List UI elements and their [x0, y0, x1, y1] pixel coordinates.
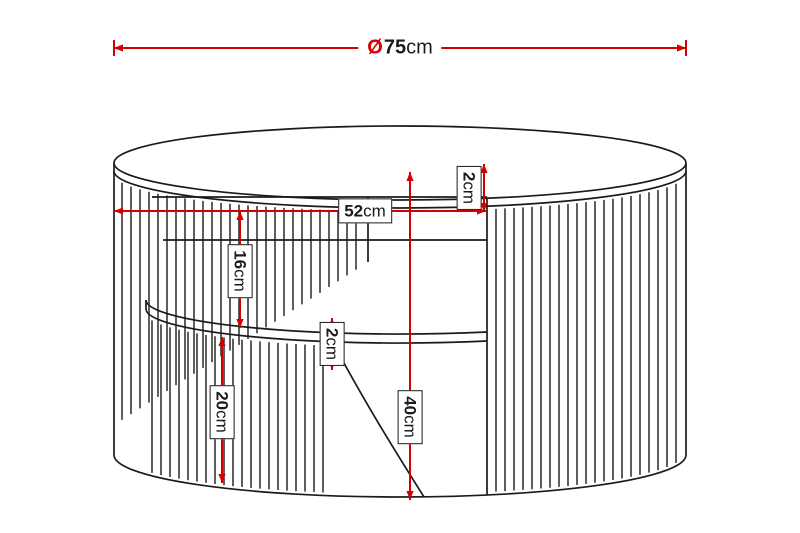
table-bottom-arc: [113, 454, 687, 498]
shelf-thickness-dimension-label: 2cm: [319, 321, 345, 367]
base-height-dimension-label: 20cm: [209, 385, 235, 439]
slats-left-lower-panel: [151, 320, 324, 493]
total-height-unit: cm: [400, 415, 420, 438]
opening-width-value: 52: [344, 201, 364, 221]
diameter-unit: cm: [406, 36, 433, 59]
base-inner-arc: [337, 351, 425, 498]
table-top-rim-arc: [113, 170, 687, 209]
total-height-value: 40: [400, 396, 420, 416]
shelf-bottom-arc: [145, 308, 488, 344]
opening-height-dimension-label: 16cm: [227, 244, 253, 298]
shelf-top-arc: [145, 299, 488, 335]
base-height-value: 20: [212, 391, 232, 411]
top-thickness-unit: cm: [459, 181, 479, 205]
total-height-dimension-label: 40cm: [397, 390, 423, 444]
opening-width-unit: cm: [363, 201, 386, 221]
opening-width-dimension-label: 52cm: [338, 198, 392, 224]
opening-height-unit: cm: [230, 269, 250, 292]
base-height-unit: cm: [212, 410, 232, 433]
diameter-symbol-icon: Ø: [367, 36, 383, 59]
table-top-ellipse: [113, 125, 687, 201]
diameter-dimension-label: Ø75cm: [358, 35, 442, 61]
top-thickness-dimension-label: 2cm: [456, 165, 482, 211]
slats-right-panel: [495, 183, 677, 492]
table-outline: [113, 125, 687, 498]
opening-height-value: 16: [230, 250, 250, 270]
diameter-value: 75: [383, 36, 407, 59]
shelf-thickness-unit: cm: [322, 337, 342, 361]
